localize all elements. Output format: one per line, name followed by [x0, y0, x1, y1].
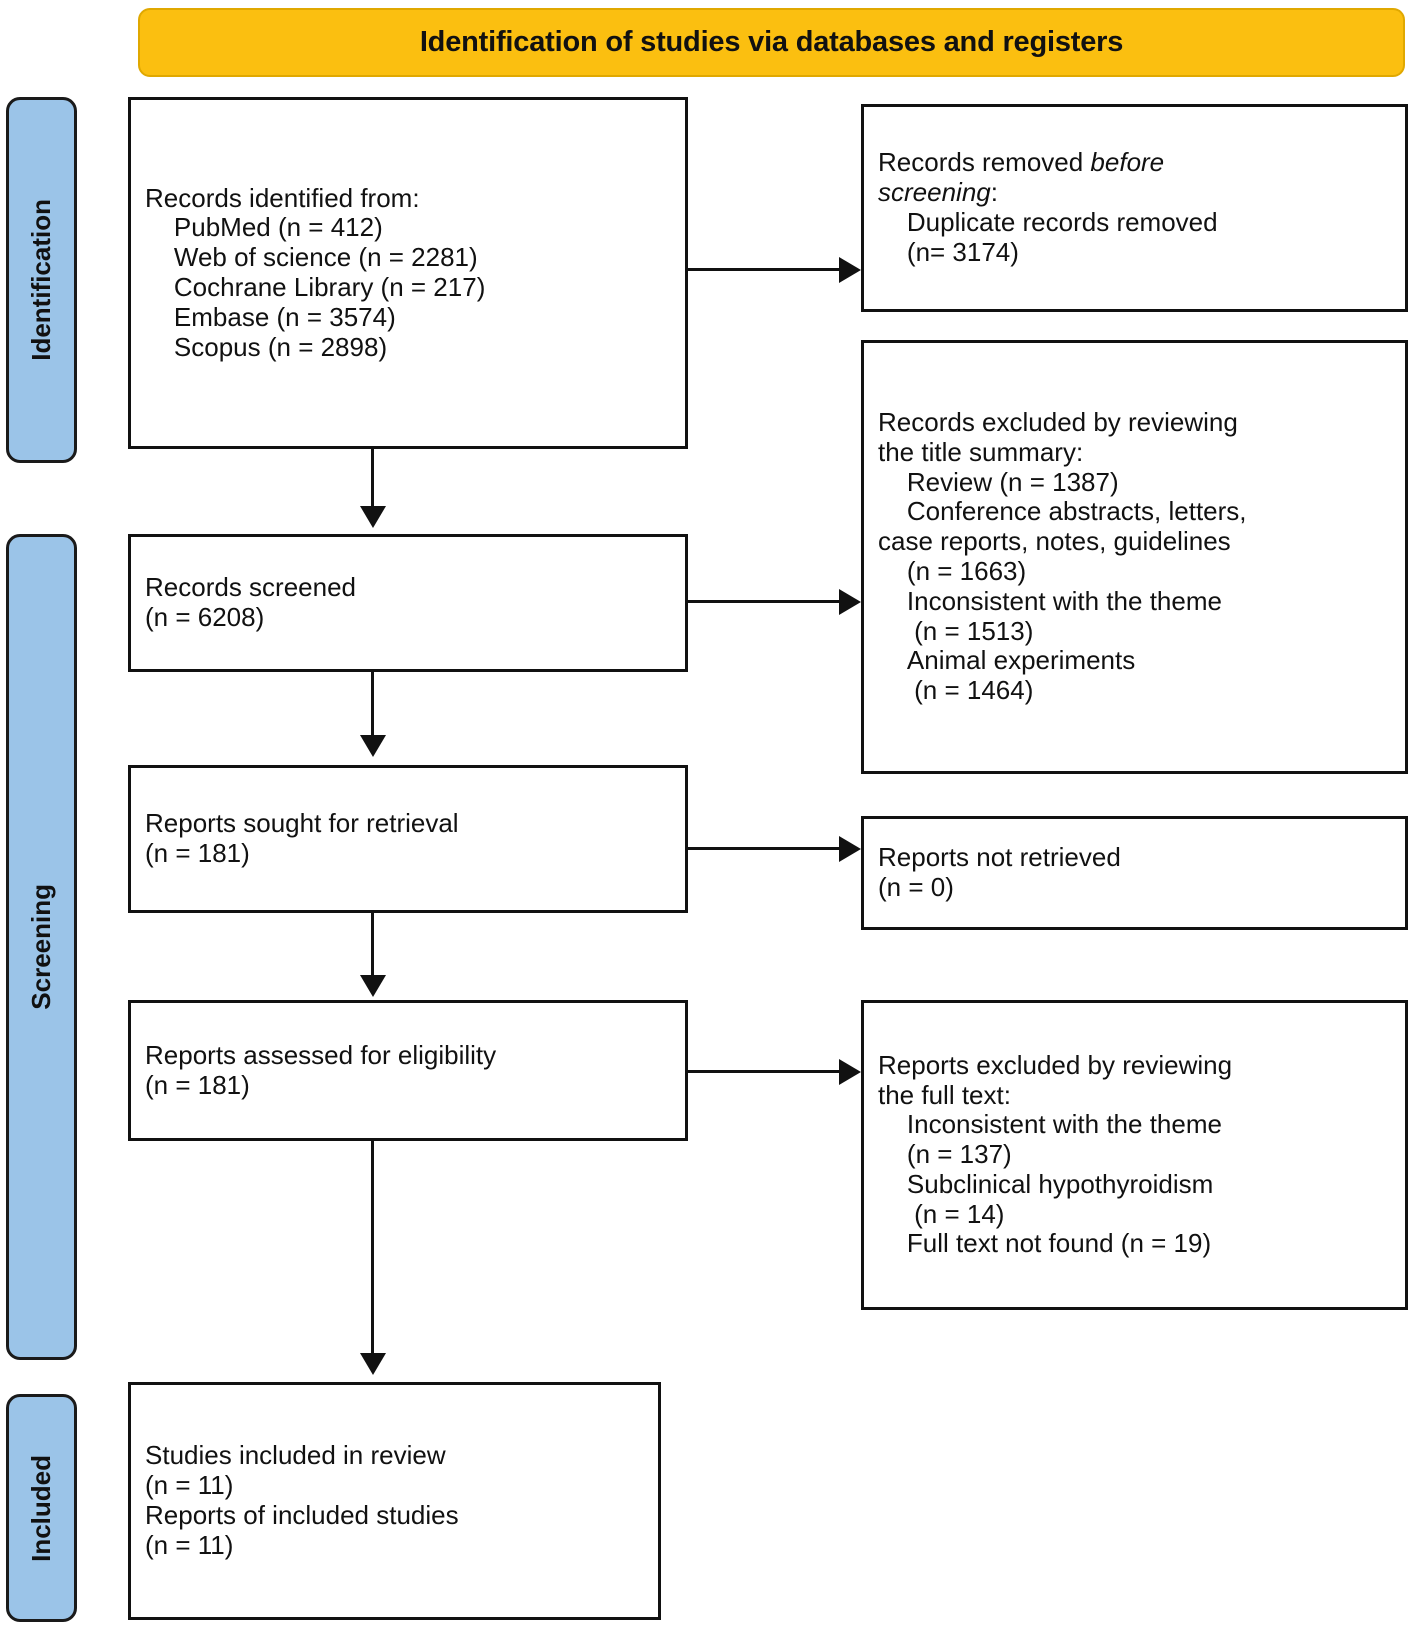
connector-assessed-to-excluded-fulltext [688, 1070, 843, 1073]
connector-sought-to-assessed [371, 913, 374, 981]
arrowhead-identified-to-screened [360, 506, 386, 528]
box-studies-included: Studies included in review (n = 11) Repo… [128, 1382, 661, 1620]
stage-included: Included [6, 1394, 77, 1622]
stage-screening: Screening [6, 534, 77, 1360]
box-reports-assessed-text: Reports assessed for eligibility (n = 18… [145, 1039, 497, 1100]
stage-identification: Identification [6, 97, 77, 463]
arrowhead-identified-to-removed [839, 257, 861, 283]
connector-screened-to-sought [371, 672, 374, 742]
box-records-excluded-title-text: Records excluded by reviewing the title … [878, 407, 1247, 706]
connector-identified-to-removed [688, 268, 843, 271]
box-studies-included-text: Studies included in review (n = 11) Repo… [145, 1440, 459, 1560]
box-reports-sought-text: Reports sought for retrieval (n = 181) [145, 808, 459, 868]
box-records-removed-before-screening: Records removed before screening: Duplic… [861, 104, 1408, 312]
connector-sought-to-not-retrieved [688, 847, 843, 850]
box-records-identified: Records identified from: PubMed (n = 412… [128, 97, 688, 449]
arrowhead-sought-to-assessed [360, 975, 386, 997]
box-records-excluded-title: Records excluded by reviewing the title … [861, 340, 1408, 774]
stage-screening-label: Screening [26, 884, 56, 1010]
box-reports-excluded-fulltext-text: Reports excluded by reviewing the full t… [878, 1049, 1233, 1259]
arrowhead-assessed-to-excluded-fulltext [839, 1059, 861, 1085]
arrowhead-sought-to-not-retrieved [839, 836, 861, 862]
box-records-removed-text: Records removed before screening: Duplic… [878, 147, 1218, 267]
arrowhead-assessed-to-included [360, 1353, 386, 1375]
diagram-header-banner: Identification of studies via databases … [138, 8, 1405, 77]
connector-assessed-to-included [371, 1141, 374, 1359]
box-reports-excluded-fulltext: Reports excluded by reviewing the full t… [861, 1000, 1408, 1310]
box-reports-assessed: Reports assessed for eligibility (n = 18… [128, 1000, 688, 1141]
arrowhead-screened-to-sought [360, 735, 386, 757]
box-records-screened-text: Records screened (n = 6208) [145, 572, 356, 632]
stage-included-label: Included [26, 1454, 56, 1562]
diagram-title: Identification of studies via databases … [419, 26, 1124, 58]
connector-identified-to-screened [371, 449, 374, 514]
box-reports-sought: Reports sought for retrieval (n = 181) [128, 765, 688, 913]
stage-identification-label: Identification [26, 199, 56, 361]
box-records-screened: Records screened (n = 6208) [128, 534, 688, 672]
box-reports-not-retrieved-text: Reports not retrieved (n = 0) [878, 842, 1121, 902]
box-reports-not-retrieved: Reports not retrieved (n = 0) [861, 816, 1408, 930]
arrowhead-screened-to-excluded-title [839, 589, 861, 615]
connector-screened-to-excluded-title [688, 600, 843, 603]
box-records-identified-text: Records identified from: PubMed (n = 412… [145, 182, 486, 362]
